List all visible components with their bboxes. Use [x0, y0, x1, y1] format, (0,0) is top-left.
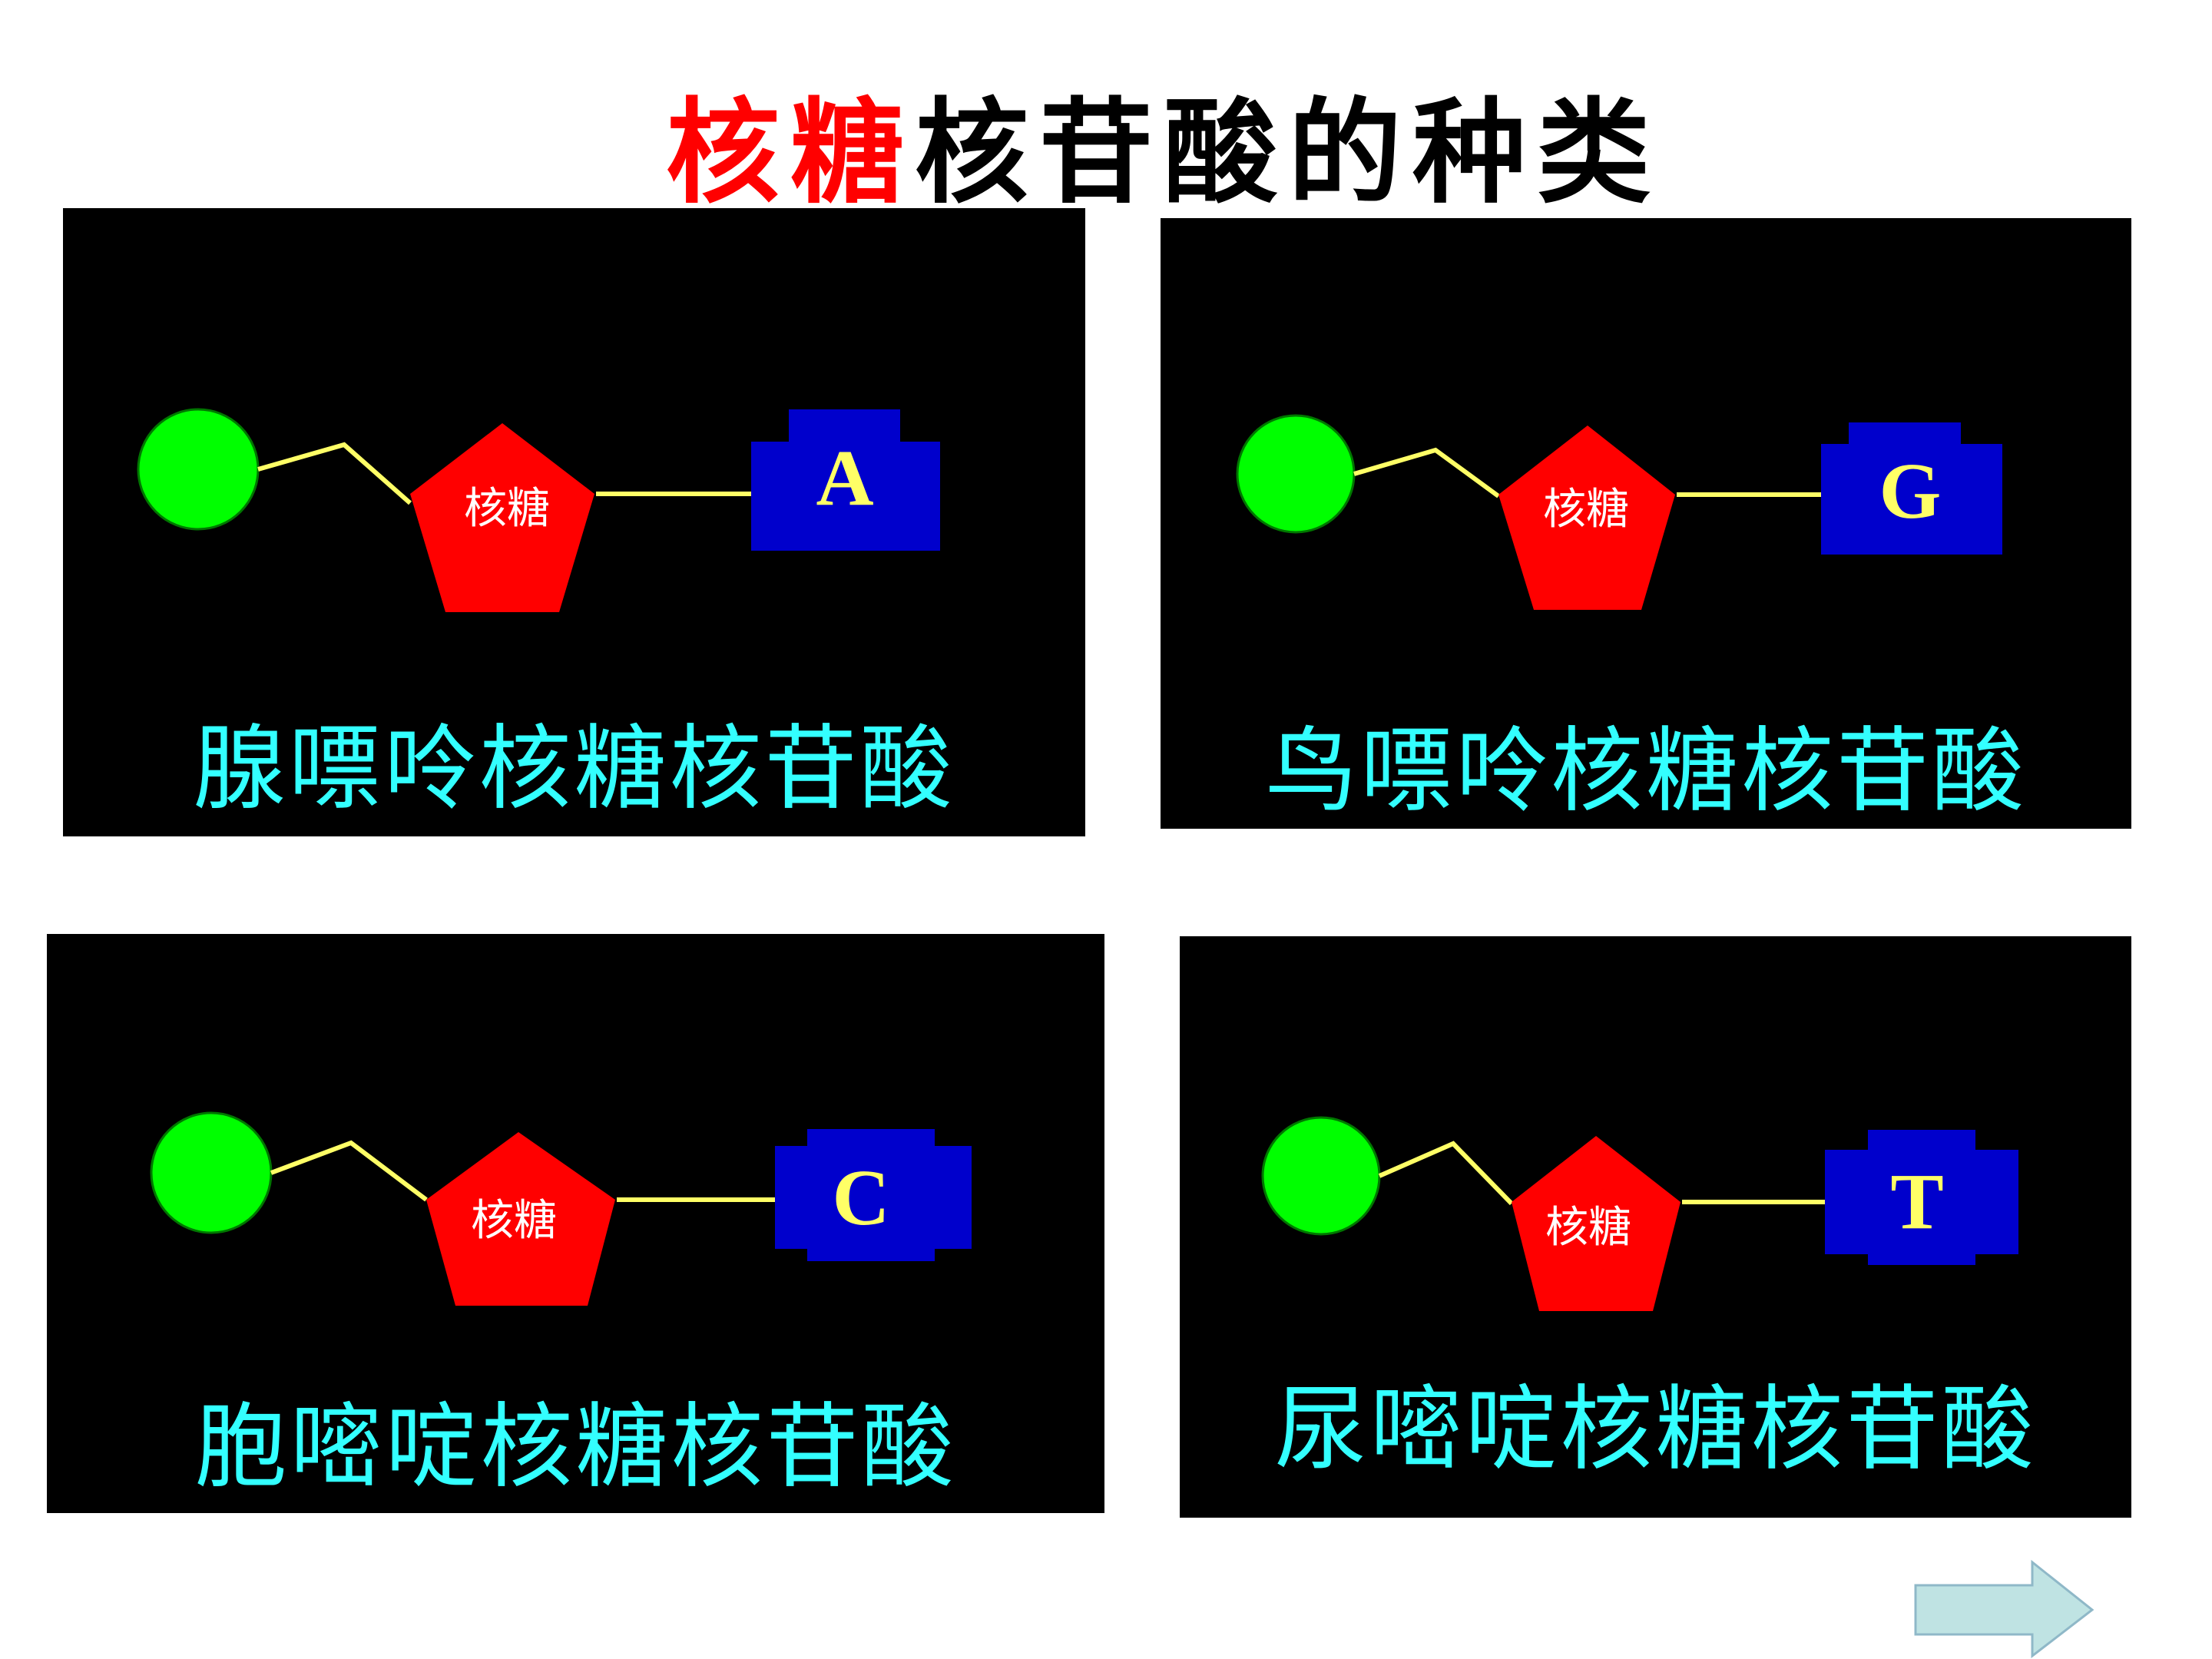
phosphate-sugar-bond — [257, 442, 412, 505]
ribose-pentagon — [1512, 1136, 1681, 1311]
nucleotide-diagram: 核糖 T — [1261, 1116, 2018, 1311]
nucleotide-name: 胞嘧啶核糖核苷酸 — [194, 1394, 957, 1501]
base-letter: C — [832, 1154, 889, 1242]
base-letter: T — [1890, 1157, 1943, 1246]
sugar-label: 核糖 — [1545, 1203, 1631, 1253]
base-block — [1825, 1150, 2018, 1254]
phosphate-sugar-bond — [1353, 447, 1500, 498]
phosphate-sugar-bond — [1378, 1141, 1514, 1206]
phosphate-circle — [137, 408, 260, 531]
nucleotide-name: 鸟嘌呤核糖核苷酸 — [1265, 718, 2027, 825]
base-letter: A — [816, 434, 873, 522]
panel-guanine: 核糖 G 鸟嘌呤核糖核苷酸 — [1161, 218, 2131, 829]
phosphate-sugar-bond — [270, 1140, 428, 1202]
page-title: 核糖核苷酸的种类 — [0, 60, 2212, 225]
base-letter: G — [1879, 447, 1942, 535]
phosphate-circle — [150, 1111, 273, 1234]
sugar-label: 核糖 — [471, 1196, 557, 1246]
nucleotide-name: 尿嘧啶核糖核苷酸 — [1274, 1376, 2037, 1483]
ribose-pentagon — [1498, 426, 1675, 610]
title-highlight: 核糖 — [666, 87, 915, 219]
panel-cytosine: 核糖 C 胞嘧啶核糖核苷酸 — [47, 934, 1104, 1513]
sugar-label: 核糖 — [1543, 485, 1629, 535]
phosphate-circle — [1236, 414, 1356, 534]
panel-uracil: 核糖 T 尿嘧啶核糖核苷酸 — [1180, 936, 2131, 1518]
right-arrow-icon[interactable] — [1912, 1559, 2097, 1659]
nucleotide-diagram: 核糖 A — [137, 408, 940, 612]
base-block — [1821, 444, 2002, 555]
base-block-bottom — [807, 1238, 935, 1261]
panel-adenine: 核糖 A 腺嘌呤核糖核苷酸 — [63, 208, 1085, 836]
sugar-label: 核糖 — [464, 484, 550, 534]
base-block-top — [789, 409, 900, 448]
ribose-pentagon — [410, 423, 594, 612]
ribose-pentagon — [426, 1132, 615, 1306]
base-block-bottom — [1868, 1243, 1975, 1265]
nucleotide-diagram: 核糖 G — [1236, 414, 2002, 610]
phosphate-circle — [1261, 1116, 1381, 1236]
nucleotide-diagram: 核糖 C — [150, 1111, 972, 1306]
base-block — [751, 442, 940, 551]
nucleotide-name: 腺嘌呤核糖核苷酸 — [193, 716, 955, 823]
title-rest: 核苷酸的种类 — [915, 87, 1661, 219]
base-block — [775, 1146, 972, 1249]
